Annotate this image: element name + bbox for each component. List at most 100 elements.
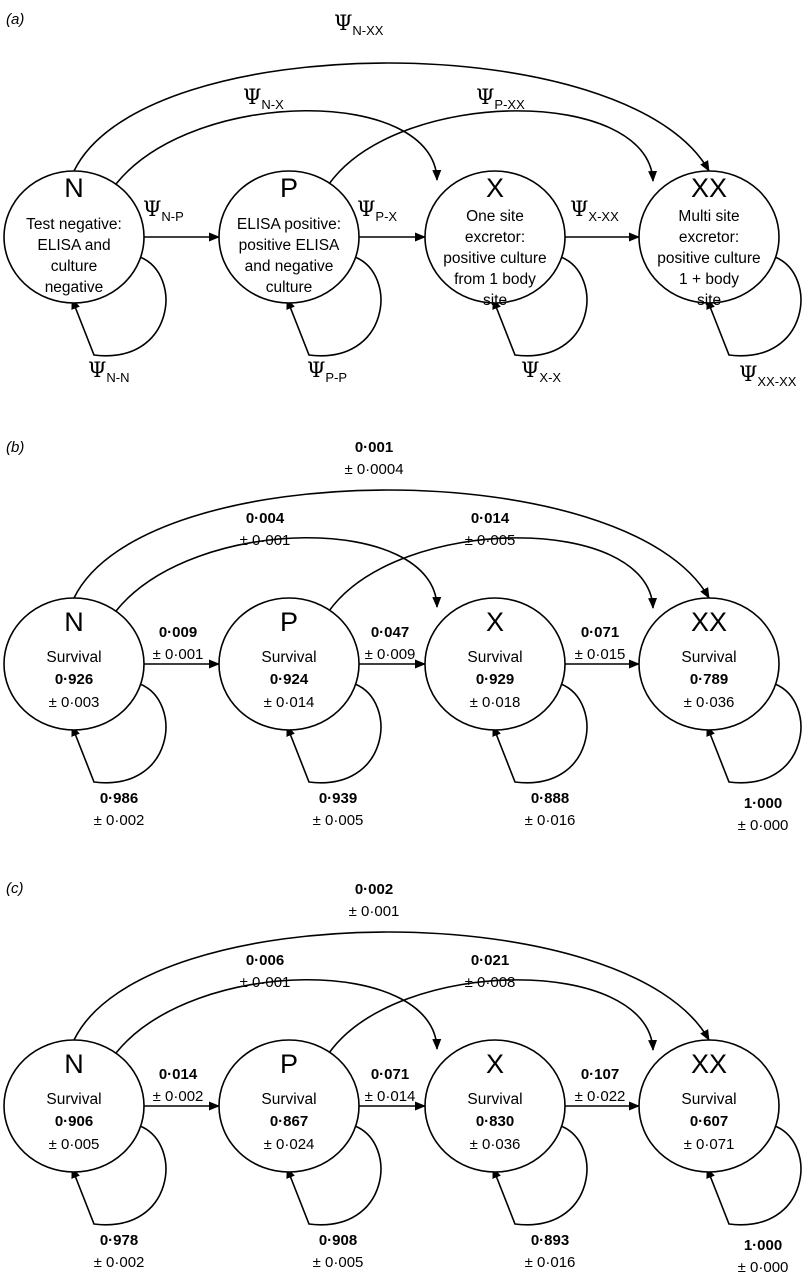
- survival-value: 0·906: [55, 1113, 93, 1130]
- edge-arrow-p-xx: [328, 110, 658, 185]
- edge-se-x-x: ± 0·016: [525, 1254, 576, 1271]
- state-description-line: ELISA and: [37, 237, 110, 254]
- edge-value-xx-xx: 1·000: [744, 795, 782, 812]
- state-description-line: positive culture: [443, 250, 546, 267]
- survival-label: Survival: [467, 649, 522, 666]
- self-loop-x-x: [492, 1125, 588, 1226]
- state-description-line: positive ELISA: [239, 237, 340, 254]
- edge-arrow-p-xx: [328, 979, 658, 1054]
- survival-label: Survival: [681, 649, 736, 666]
- survival-se: ± 0·071: [684, 1136, 735, 1153]
- edge-se-xx-xx: ± 0·000: [738, 1259, 789, 1276]
- state-description-line: site: [697, 292, 721, 309]
- edge-value-p-xx: 0·021: [471, 952, 509, 969]
- state-node-xx: [638, 597, 780, 731]
- state-symbol: P: [280, 1049, 298, 1079]
- edge-se-n-n: ± 0·002: [94, 812, 145, 829]
- state-node-p: [218, 597, 360, 731]
- survival-label: Survival: [681, 1091, 736, 1108]
- edge-value-p-p: 0·908: [319, 1232, 357, 1249]
- state-description-line: site: [483, 292, 507, 309]
- edge-value-n-x: 0·004: [246, 510, 285, 527]
- self-loop-p-p: [286, 256, 382, 357]
- edge-arrow-n-x: [115, 109, 442, 185]
- edge-value-p-x: 0·071: [371, 1066, 409, 1083]
- survival-value: 0·830: [476, 1113, 514, 1130]
- state-description-line: Test negative:: [26, 216, 122, 233]
- state-symbol: XX: [691, 607, 727, 637]
- edge-se-p-x: ± 0·009: [365, 646, 416, 663]
- state-description-line: and negative: [245, 258, 334, 275]
- edge-se-p-x: ± 0·014: [365, 1088, 416, 1105]
- self-loop-n-n: [71, 1125, 167, 1226]
- edge-se-n-x: ± 0·001: [240, 974, 291, 991]
- edge-value-n-p: 0·014: [159, 1066, 198, 1083]
- state-node-p: [218, 170, 360, 304]
- state-description-line: ELISA positive:: [237, 216, 341, 233]
- edge-se-n-xx: ± 0·001: [349, 903, 400, 920]
- self-loop-xx-xx: [706, 683, 802, 784]
- edge-value-n-p: 0·009: [159, 624, 197, 641]
- edge-arrow-n-xx: [73, 62, 710, 172]
- state-node-x: [424, 170, 566, 304]
- edge-se-p-p: ± 0·005: [313, 812, 364, 829]
- edge-arrow-n-xx: [73, 931, 710, 1041]
- state-description-line: 1 + body: [679, 271, 739, 288]
- self-loop-xx-xx: [706, 256, 802, 357]
- edge-arrow-n-x: [115, 536, 442, 612]
- edge-value-x-x: 0·893: [531, 1232, 569, 1249]
- survival-value: 0·867: [270, 1113, 308, 1130]
- survival-value: 0·929: [476, 671, 514, 688]
- state-symbol: X: [486, 607, 504, 637]
- psi-label-n-xx: ΨN-XX: [334, 11, 384, 38]
- state-symbol: N: [64, 173, 84, 203]
- survival-label: Survival: [261, 649, 316, 666]
- state-symbol: X: [486, 173, 504, 203]
- edge-se-n-p: ± 0·001: [153, 646, 204, 663]
- state-symbol: X: [486, 1049, 504, 1079]
- state-symbol: XX: [691, 173, 727, 203]
- psi-label-p-xx: ΨP-XX: [476, 85, 525, 112]
- edge-value-p-x: 0·047: [371, 624, 409, 641]
- psi-label-p-x: ΨP-X: [357, 197, 397, 224]
- panel-label-b: (b): [6, 439, 24, 456]
- node-text-x: X Survival 0·929 ± 0·018: [467, 607, 522, 711]
- state-symbol: XX: [691, 1049, 727, 1079]
- state-symbol: P: [280, 173, 298, 203]
- psi-label-n-x: ΨN-X: [243, 85, 284, 112]
- psi-label-p-p: ΨP-P: [307, 358, 347, 385]
- survival-label: Survival: [467, 1091, 522, 1108]
- edge-value-n-xx: 0·001: [355, 439, 393, 456]
- self-loop-x-x: [492, 256, 588, 357]
- edge-se-x-xx: ± 0·022: [575, 1088, 626, 1105]
- edge-value-n-xx: 0·002: [355, 881, 393, 898]
- state-node-p: [218, 1039, 360, 1173]
- edge-value-p-xx: 0·014: [471, 510, 510, 527]
- state-description-line: excretor:: [465, 229, 525, 246]
- state-symbol: N: [64, 1049, 84, 1079]
- survival-value: 0·789: [690, 671, 728, 688]
- state-node-n: [3, 1039, 145, 1173]
- self-loop-p-p: [286, 683, 382, 784]
- psi-label-x-xx: ΨX-XX: [570, 197, 619, 224]
- edge-value-n-x: 0·006: [246, 952, 284, 969]
- survival-se: ± 0·024: [264, 1136, 315, 1153]
- edge-se-xx-xx: ± 0·000: [738, 817, 789, 834]
- state-description-line: culture: [51, 258, 98, 275]
- edge-se-x-x: ± 0·016: [525, 812, 576, 829]
- self-loop-p-p: [286, 1125, 382, 1226]
- survival-label: Survival: [46, 649, 101, 666]
- psi-label-xx-xx: ΨXX-XX: [739, 362, 797, 389]
- edge-se-p-xx: ± 0·005: [465, 532, 516, 549]
- edge-arrow-n-xx: [73, 489, 710, 599]
- survival-se: ± 0·018: [470, 694, 521, 711]
- edge-value-p-p: 0·939: [319, 790, 357, 807]
